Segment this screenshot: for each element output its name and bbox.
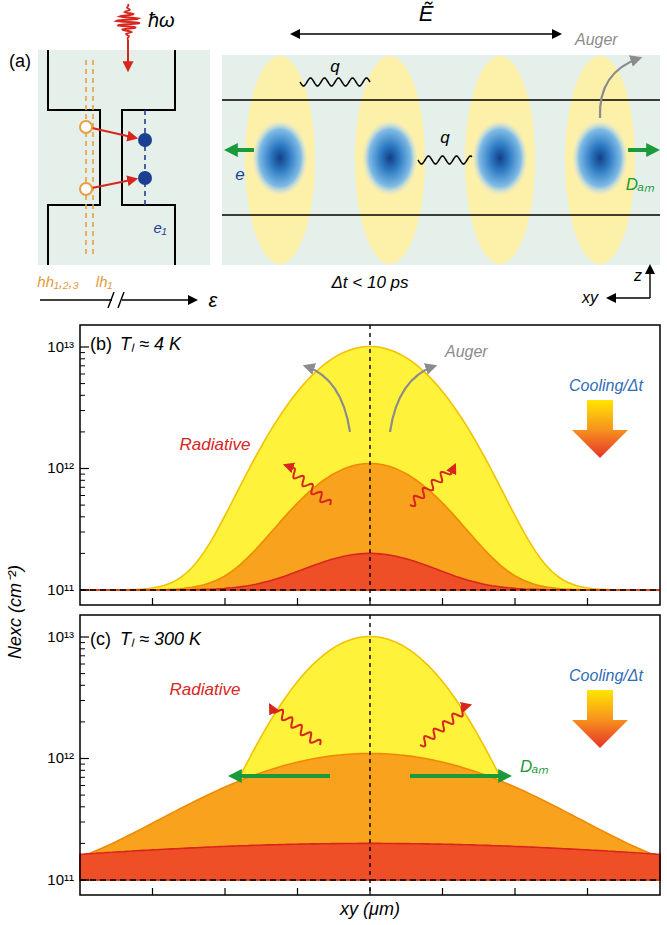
phonon-line: [300, 78, 370, 86]
photon-energy: ħω: [148, 9, 175, 31]
diffusion-label: Dₐₘ: [626, 176, 654, 195]
band-label: e₁: [153, 220, 166, 237]
process-label: Cooling/Δt: [569, 667, 643, 685]
axis-label: ε: [209, 289, 218, 311]
tick-label: 10¹¹: [47, 582, 74, 599]
tick: [80, 636, 89, 637]
tick-label: 10¹¹: [47, 872, 74, 889]
band-label: lh₁: [96, 274, 112, 291]
process-label: Radiative: [180, 436, 251, 455]
phonon-label: q: [440, 129, 449, 148]
tick: [442, 598, 443, 605]
phonon-label: q: [330, 58, 339, 77]
axis-label: z: [634, 267, 642, 285]
wavy-arrow: [270, 705, 321, 745]
tick: [514, 598, 515, 605]
tick: [514, 888, 515, 895]
phonon-line: [418, 156, 472, 164]
process-arrows: [232, 366, 628, 776]
temperature-label: Tₗ ≈ 4 K: [120, 335, 181, 355]
tick: [442, 888, 443, 895]
process-label: Auger: [575, 31, 618, 49]
quantum-well-strip: [222, 34, 660, 298]
time-label: Δt < 10 ps: [331, 274, 408, 293]
wavy-arrow: [420, 705, 470, 747]
panel-letter: (b): [90, 335, 112, 355]
process-label: Cooling/Δt: [569, 377, 643, 395]
tick: [297, 598, 298, 605]
wavy-arrows: [270, 78, 472, 746]
process-label: Radiative: [170, 681, 241, 700]
tick: [152, 888, 153, 895]
temperature-label: Tₗ ≈ 300 K: [120, 630, 201, 650]
field-label: Ẽ: [419, 2, 434, 26]
tick: [80, 468, 89, 469]
tick-label: 10¹²: [47, 460, 74, 477]
axis-label: xy: [582, 289, 598, 307]
axis-title: xy (μm): [340, 900, 400, 920]
tick: [587, 598, 588, 605]
wavy-arrow: [410, 465, 455, 506]
tick: [297, 888, 298, 895]
wavy-arrow: [285, 465, 331, 505]
tick: [224, 888, 225, 895]
axis-ticks: [80, 347, 588, 895]
tick-label: 10¹³: [47, 339, 74, 356]
tick: [80, 758, 89, 759]
tick: [224, 598, 225, 605]
process-label: Auger: [445, 343, 488, 361]
panel-letter: (a): [9, 52, 31, 72]
tick: [80, 346, 89, 347]
band-diagram: [38, 4, 210, 308]
plot-frames: [80, 325, 660, 895]
tick: [587, 888, 588, 895]
tick-label: 10¹³: [47, 629, 74, 646]
tick-label: 10¹²: [47, 750, 74, 767]
band-label: hh₁,₂,₃: [37, 274, 78, 291]
panel-letter: (c): [90, 630, 111, 650]
carrier-label: e: [235, 166, 244, 185]
diffusion-label: Dₐₘ: [520, 758, 548, 777]
axis-title: Nexc (cm⁻²): [6, 565, 26, 659]
tick: [152, 598, 153, 605]
